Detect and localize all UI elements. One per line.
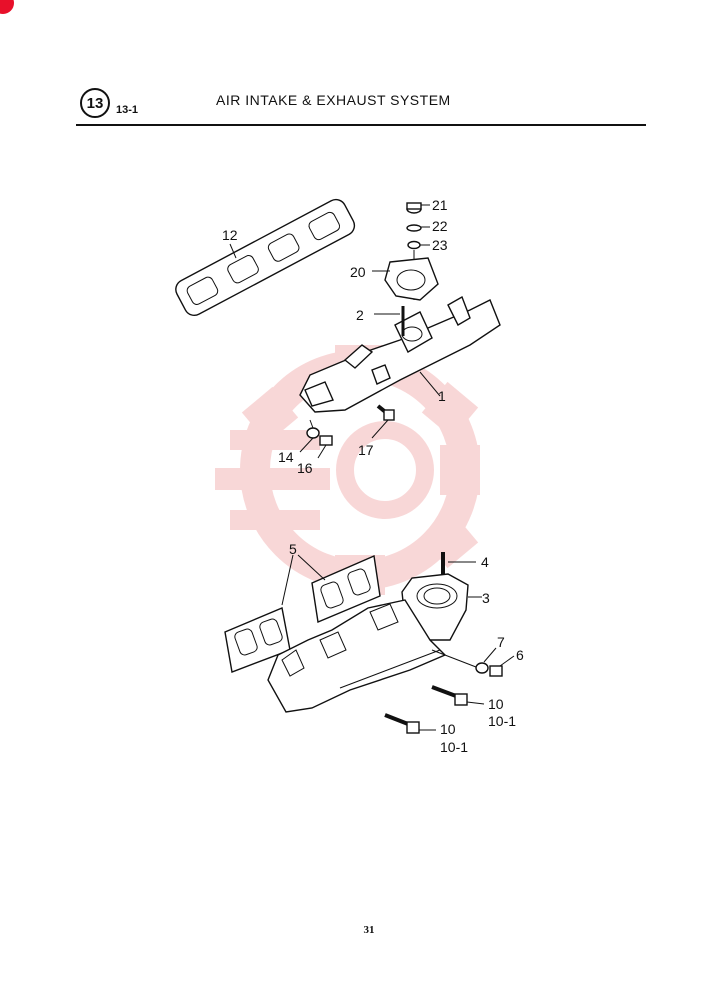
- callout-3: 3: [482, 590, 490, 606]
- callout-23: 23: [432, 237, 448, 253]
- callout-10-1-upper: 10-1: [488, 713, 516, 729]
- callout-6: 6: [516, 647, 524, 663]
- washer-14-icon: [306, 427, 320, 439]
- bolt-17-icon: [376, 404, 395, 421]
- nut-16-icon: [319, 435, 333, 446]
- callout-10-upper: 10: [488, 696, 504, 712]
- page-title: AIR INTAKE & EXHAUST SYSTEM: [216, 92, 451, 108]
- nut-6-icon: [489, 665, 503, 677]
- callout-20: 20: [350, 264, 366, 280]
- callout-16: 16: [297, 460, 313, 476]
- section-number: 13: [86, 94, 104, 112]
- callout-17: 17: [358, 442, 374, 458]
- corner-logo-icon: [0, 0, 14, 14]
- callout-10-lower: 10: [440, 721, 456, 737]
- bolt-10-upper-icon: [431, 685, 468, 706]
- callout-12: 12: [222, 227, 238, 243]
- callout-5: 5: [289, 541, 297, 557]
- washer-23-icon: [407, 240, 421, 250]
- callout-2: 2: [356, 307, 364, 323]
- callout-1: 1: [438, 388, 446, 404]
- callout-7: 7: [497, 634, 505, 650]
- intake-gasket-12: [175, 198, 356, 317]
- page-number: 31: [363, 924, 375, 936]
- bolt-10-lower-icon: [384, 713, 420, 734]
- callout-22: 22: [432, 218, 448, 234]
- callout-21: 21: [432, 197, 448, 213]
- nut-21-icon: [406, 202, 422, 214]
- header-divider: [76, 124, 646, 126]
- callout-10-1-lower: 10-1: [440, 739, 468, 755]
- section-code: 13-1: [116, 104, 139, 116]
- callout-14: 14: [278, 449, 294, 465]
- exhaust-manifold: [267, 599, 447, 713]
- washer-22-icon: [406, 224, 422, 232]
- washer-7-icon: [475, 662, 489, 674]
- callout-4: 4: [481, 554, 489, 570]
- flange-gasket-20: [384, 257, 439, 301]
- section-number-badge: 13: [80, 88, 110, 118]
- exhaust-gasket-5: [224, 554, 381, 673]
